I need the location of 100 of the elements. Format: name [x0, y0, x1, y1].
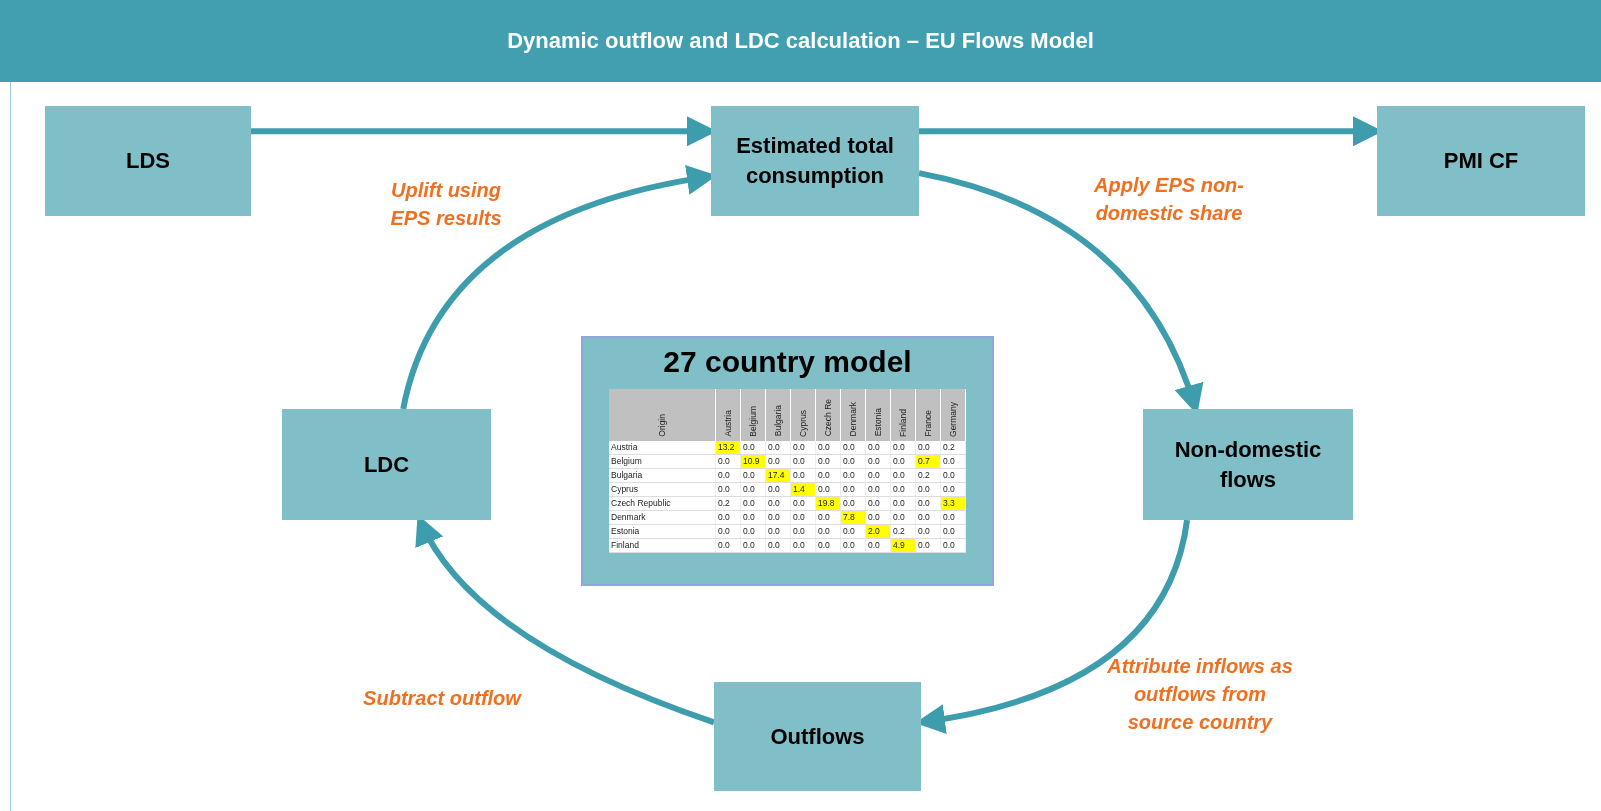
table-cell: 0.0	[740, 482, 766, 496]
diagram-title: Dynamic outflow and LDC calculation – EU Flows Model	[507, 28, 1094, 54]
table-cell: 0.0	[865, 482, 891, 496]
table-cell: 0.2	[940, 440, 966, 454]
table-cell: Bulgaria	[609, 468, 716, 482]
table-cell: 0.0	[915, 524, 941, 538]
table-cell: Czech Republic	[609, 496, 716, 510]
table-cell: 0.0	[915, 538, 941, 552]
box-label: PMI CF	[1442, 147, 1520, 176]
table-cell: 0.0	[940, 468, 966, 482]
table-cell: 0.2	[890, 524, 916, 538]
column-header: Bulgaria	[765, 388, 791, 441]
table-cell: 0.0	[865, 538, 891, 552]
table-cell: 0.0	[840, 482, 866, 496]
table-cell: 0.0	[740, 496, 766, 510]
table-cell: 0.0	[865, 468, 891, 482]
box-label: LDC	[362, 450, 411, 479]
panel-heading: 27 country model	[662, 344, 913, 380]
table-cell: 0.0	[840, 440, 866, 454]
table-cell: 0.0	[940, 454, 966, 468]
table-cell: 0.0	[915, 440, 941, 454]
table-cell: 0.0	[790, 496, 816, 510]
table-cell: 0.2	[715, 496, 741, 510]
table-cell: 0.0	[915, 482, 941, 496]
table-cell: 0.0	[890, 482, 916, 496]
table-cell: 0.0	[915, 496, 941, 510]
table-cell: 0.0	[715, 482, 741, 496]
box-label: Outflows	[769, 722, 866, 751]
table-cell: Denmark	[609, 510, 716, 524]
table-cell: 0.0	[940, 524, 966, 538]
column-header: Origin	[609, 388, 716, 441]
table-cell: 0.0	[715, 468, 741, 482]
edge-label: Subtract outflow	[362, 686, 523, 711]
table-cell: 0.0	[765, 496, 791, 510]
table-cell: 0.0	[815, 468, 841, 482]
table-cell: 0.2	[915, 468, 941, 482]
column-header: France	[915, 388, 941, 441]
table-cell: 0.0	[815, 510, 841, 524]
edge-label: Uplift using EPS results	[389, 178, 503, 231]
box-label: Estimated total consumption	[735, 132, 895, 190]
column-header: Belgium	[740, 388, 766, 441]
box-label: LDS	[125, 147, 171, 176]
table-cell: 0.0	[765, 524, 791, 538]
table-cell: 0.0	[890, 454, 916, 468]
table-cell: Austria	[609, 440, 716, 454]
process-box	[1377, 106, 1585, 216]
table-cell: 0.0	[890, 440, 916, 454]
table-cell: 0.0	[815, 440, 841, 454]
table-cell: 0.0	[790, 468, 816, 482]
table-cell: 0.0	[815, 454, 841, 468]
table-cell: 0.0	[840, 538, 866, 552]
table-cell: 0.0	[715, 510, 741, 524]
edge-label: Apply EPS non-domestic share	[1093, 173, 1245, 226]
table-cell: 0.0	[765, 482, 791, 496]
process-box	[282, 409, 491, 520]
table-cell: 0.0	[840, 454, 866, 468]
table-cell: 0.0	[940, 510, 966, 524]
table-cell: 0.0	[765, 510, 791, 524]
table-cell: 0.0	[765, 440, 791, 454]
column-header: Estonia	[865, 388, 891, 441]
table-cell: 0.0	[940, 482, 966, 496]
table-cell: 0.0	[840, 468, 866, 482]
table-cell: 0.0	[715, 538, 741, 552]
table-cell: 0.0	[865, 510, 891, 524]
table-cell: 0.0	[790, 440, 816, 454]
process-box	[1143, 409, 1353, 520]
table-cell: 0.0	[715, 524, 741, 538]
column-header: Cyprus	[790, 388, 816, 441]
table-cell: 0.0	[740, 538, 766, 552]
table-cell: 0.0	[865, 454, 891, 468]
table-cell: Belgium	[609, 454, 716, 468]
column-header: Czech Re	[815, 388, 841, 441]
table-cell: 0.0	[915, 510, 941, 524]
process-box	[45, 106, 251, 216]
table-cell: 0.0	[940, 538, 966, 552]
table-cell: 0.0	[840, 524, 866, 538]
table-cell: 0.0	[890, 510, 916, 524]
table-cell: 0.0	[840, 496, 866, 510]
column-header: Finland	[890, 388, 916, 441]
edge-label: Attribute inflows as outflows from source country	[1106, 654, 1294, 735]
column-header: Denmark	[840, 388, 866, 441]
column-header: Germany	[940, 388, 966, 441]
model-panel	[581, 336, 994, 586]
table-cell: 0.0	[715, 454, 741, 468]
table-cell: Finland	[609, 538, 716, 552]
table-cell: 0.0	[890, 468, 916, 482]
table-cell: 0.0	[740, 524, 766, 538]
table-cell: 0.0	[740, 440, 766, 454]
table-cell: 0.0	[815, 538, 841, 552]
process-box	[711, 106, 919, 216]
table-cell: 0.0	[790, 454, 816, 468]
table-cell: Estonia	[609, 524, 716, 538]
table-cell: Cyprus	[609, 482, 716, 496]
table-cell: 0.0	[890, 496, 916, 510]
box-label: Non-domestic flows	[1173, 435, 1323, 494]
table-cell: 0.0	[865, 440, 891, 454]
process-box	[714, 682, 921, 791]
table-cell: 0.0	[740, 510, 766, 524]
table-cell: 0.0	[765, 454, 791, 468]
table-cell: 0.0	[740, 468, 766, 482]
